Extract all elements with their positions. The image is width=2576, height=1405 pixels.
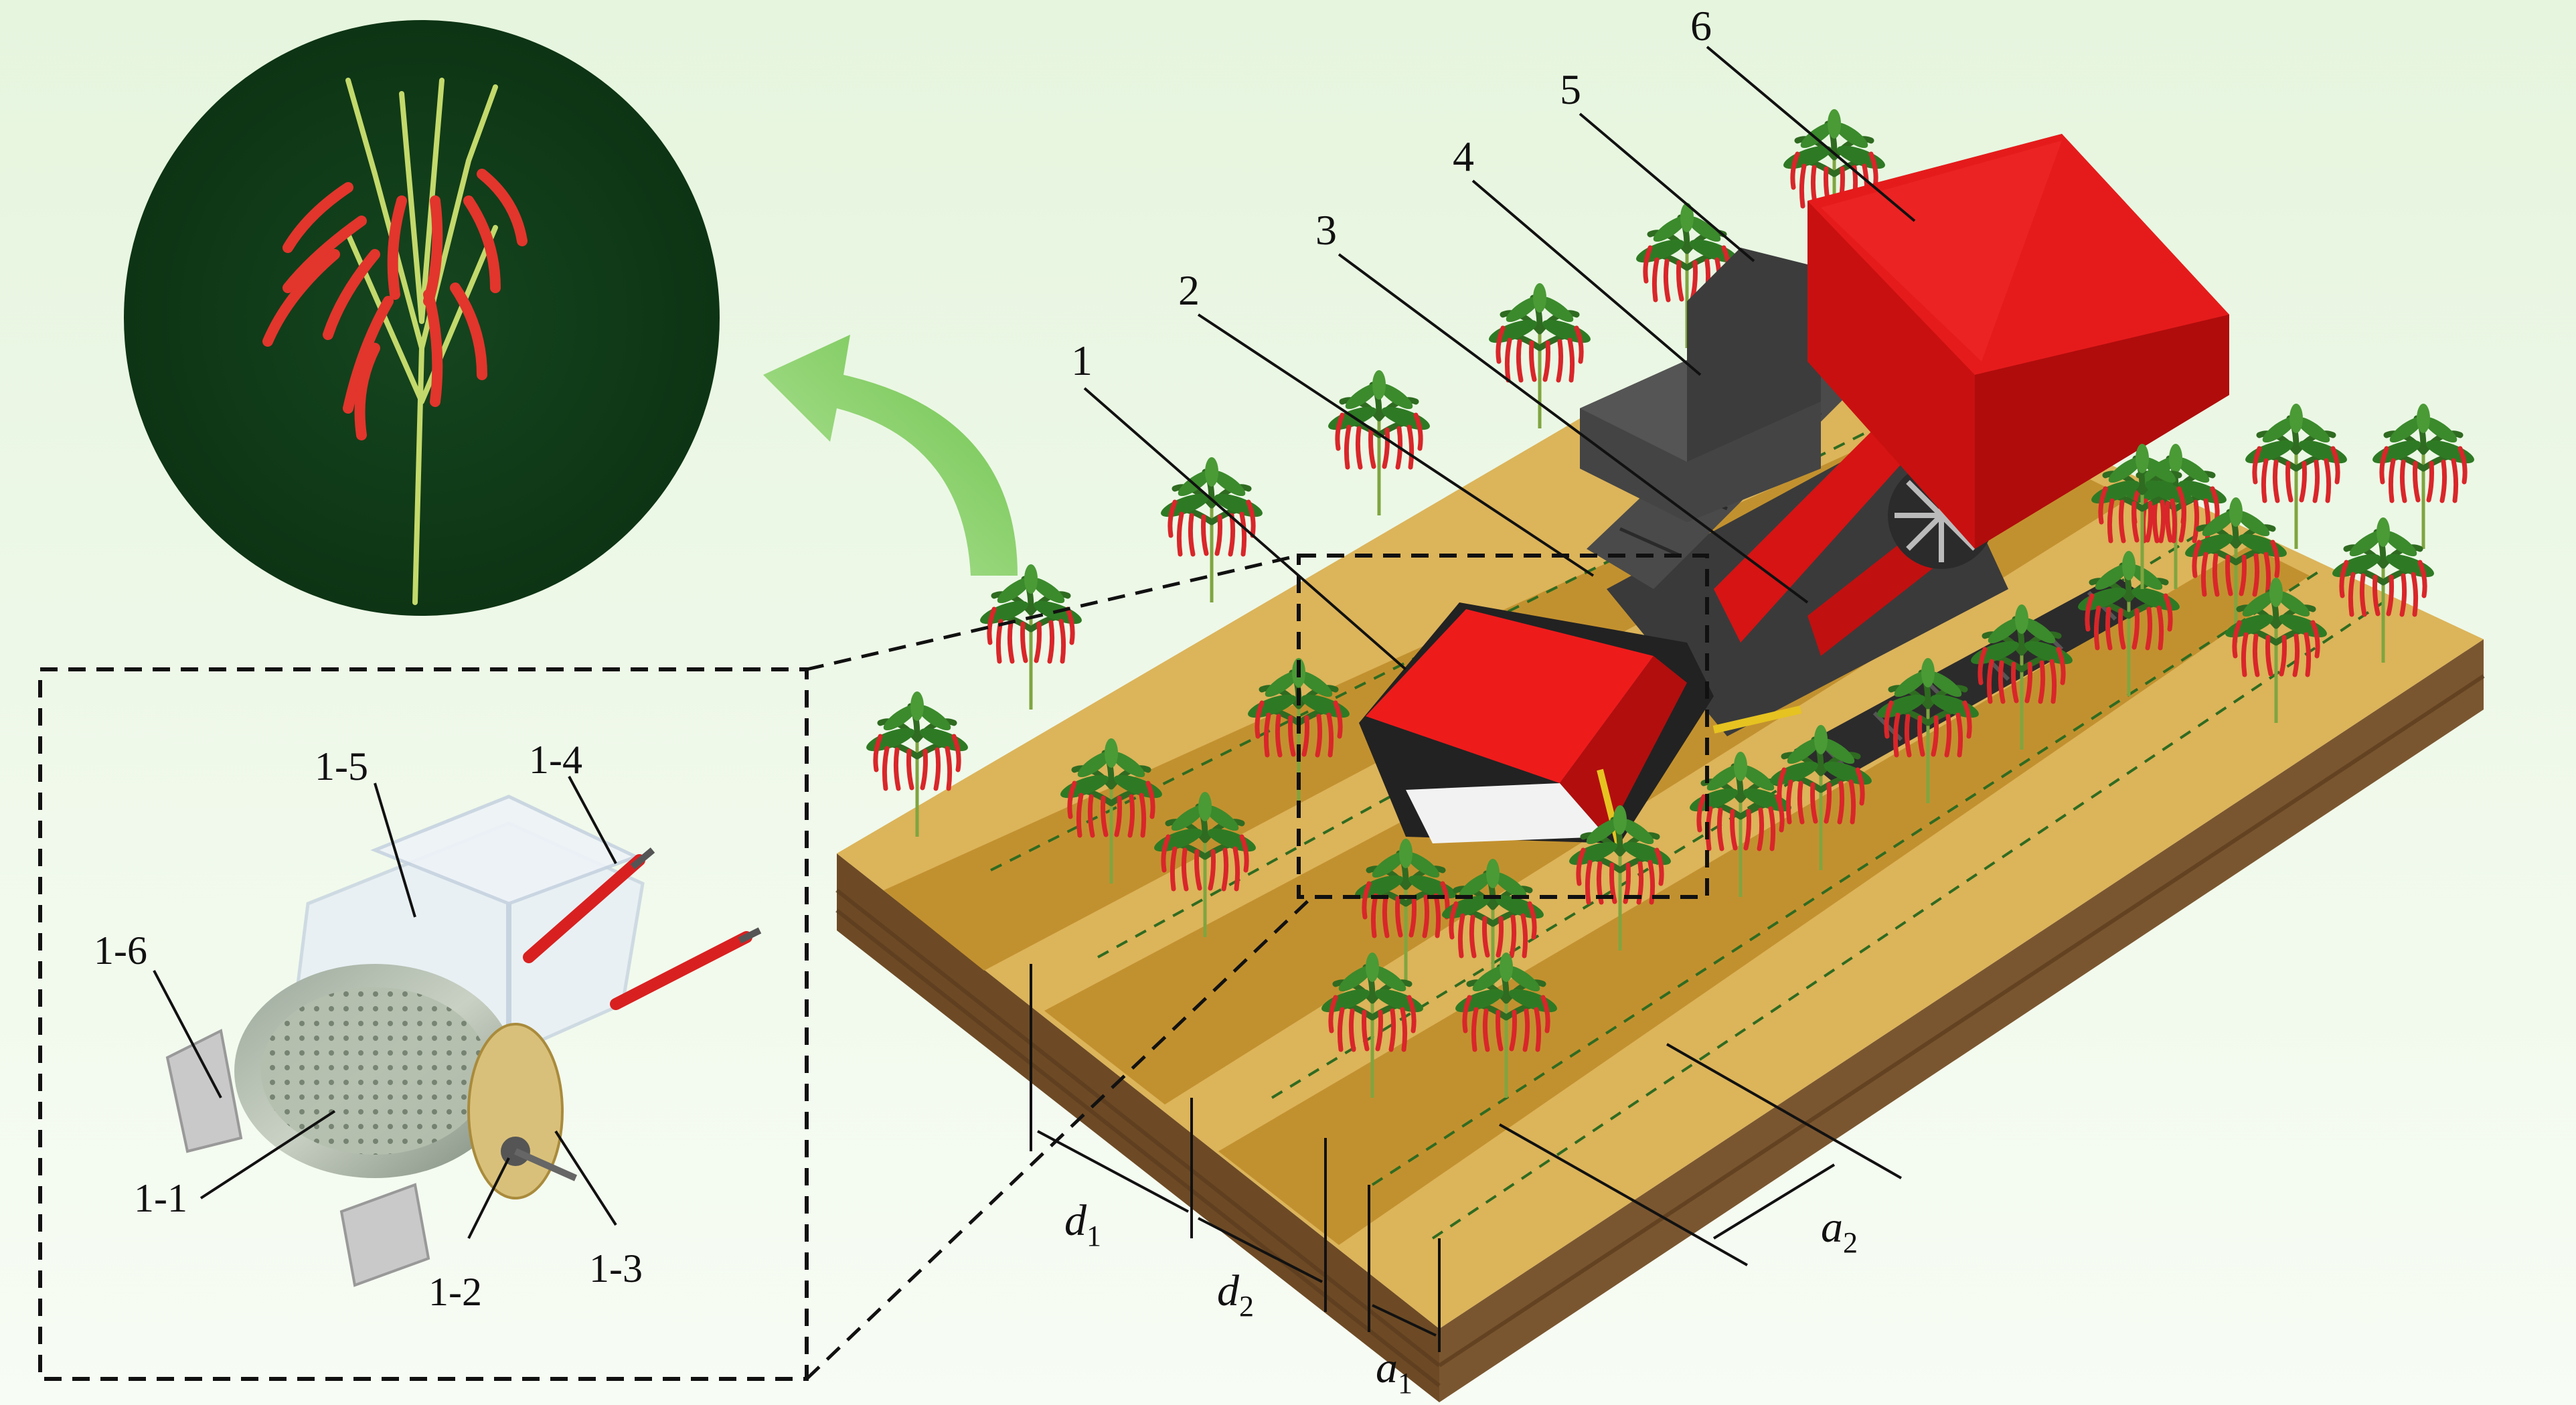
dimension-lines [1030, 964, 1902, 1352]
dimension-labels: d1 d2 a1 a2 [1064, 1196, 1858, 1400]
machine-leader-lines [1083, 46, 1916, 671]
label-part-6: 6 [1690, 2, 1712, 50]
label-part-4: 4 [1453, 133, 1474, 180]
label-d1: d1 [1064, 1196, 1101, 1252]
label-1-6: 1-6 [94, 928, 147, 973]
label-1-3: 1-3 [589, 1246, 643, 1291]
pepper-plant-icon [262, 78, 528, 605]
label-a1: a1 [1376, 1343, 1413, 1400]
header-leader-lines [153, 776, 617, 1239]
curved-arrow-icon [763, 335, 1018, 576]
label-1-4: 1-4 [529, 738, 582, 782]
hydraulic-rod [1712, 706, 1802, 734]
label-1-5: 1-5 [315, 744, 368, 789]
machine-part-labels: 1 2 3 4 5 6 [1071, 2, 1712, 384]
pepper-plant-circle [124, 20, 720, 616]
header-part-labels: 1-1 1-2 1-3 1-4 1-5 1-6 [94, 738, 643, 1314]
label-1-2: 1-2 [428, 1270, 482, 1314]
label-1-1: 1-1 [134, 1176, 187, 1220]
label-part-2: 2 [1178, 266, 1200, 314]
label-a2: a2 [1821, 1203, 1858, 1259]
drive-disk [467, 1023, 564, 1200]
lift-rod [523, 854, 645, 963]
label-d2: d2 [1217, 1266, 1254, 1323]
header-detail-inset [38, 554, 1313, 1381]
label-part-3: 3 [1315, 206, 1337, 254]
header-highlight-box [1297, 554, 1709, 899]
picking-header [1366, 609, 1654, 783]
label-part-1: 1 [1071, 337, 1093, 384]
label-part-5: 5 [1560, 66, 1581, 113]
